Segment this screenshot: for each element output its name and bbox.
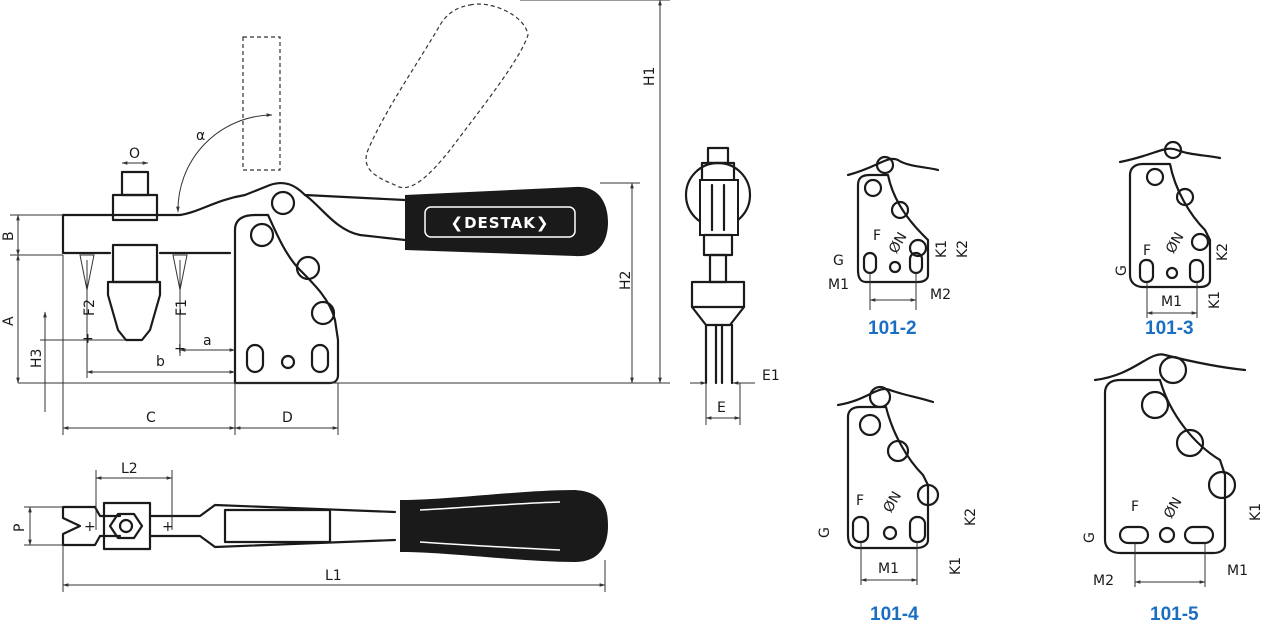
dim-F: F [856, 493, 864, 509]
variant-label: 101-5 [1150, 604, 1199, 624]
dim-N: ØN [880, 489, 905, 516]
dim-a: a [203, 333, 212, 349]
spindle-bolt [120, 170, 150, 197]
dim-N: ØN [1163, 230, 1188, 257]
variant-101-4: M1 F G ØN K2 K1 101-4 [817, 385, 979, 624]
top-view: + + L2 P L1 [12, 461, 608, 592]
variant-101-3: M1 F G ØN K2 K1 101-3 [1114, 140, 1231, 339]
force-F2: F2 [82, 299, 98, 316]
spindle-nut-top [111, 193, 159, 222]
dim-L2: L2 [121, 461, 138, 477]
dim-H2: H2 [618, 271, 634, 290]
svg-text:+: + [84, 519, 96, 535]
variant-label: 101-3 [1145, 318, 1194, 339]
mount-slot [245, 343, 265, 374]
side-view: E E1 [684, 146, 780, 425]
mount-hole [280, 354, 296, 370]
dim-N: ØN [886, 230, 911, 257]
dim-A: A [1, 316, 17, 326]
front-view: ❮DESTAK❯ H1 H2 B A H3 C D b a O [1, 0, 670, 435]
brand-logo: ❮DESTAK❯ [451, 214, 550, 232]
pivot-pin [310, 300, 336, 326]
variant-101-2: M1 M2 F G ØN K1 K2 101-2 [828, 155, 971, 339]
dim-K2: K2 [955, 240, 971, 258]
dim-b: b [156, 354, 165, 370]
dim-K1: K1 [948, 557, 964, 575]
dim-M1: M1 [1161, 294, 1182, 310]
dim-F: F [1143, 243, 1151, 259]
dim-B: B [1, 231, 17, 241]
dim-G: G [1114, 265, 1130, 276]
dim-M1: M1 [1227, 563, 1248, 579]
dim-M1: M1 [828, 277, 849, 293]
dim-K1: K1 [1207, 291, 1223, 309]
dim-K2: K2 [963, 508, 979, 526]
spindle-tip [106, 280, 162, 342]
handle-grip [405, 186, 608, 257]
handle-badge [424, 206, 576, 238]
dim-G: G [1082, 532, 1098, 543]
dim-E: E [717, 400, 726, 416]
dim-K1: K1 [934, 240, 950, 258]
force-F1: F1 [174, 299, 190, 316]
dim-F: F [873, 228, 881, 244]
dim-H3: H3 [29, 349, 45, 368]
dim-E1: E1 [762, 368, 780, 384]
dim-D: D [282, 410, 293, 426]
dim-K2: K2 [1215, 243, 1231, 261]
variant-label: 101-4 [870, 604, 919, 624]
open-handle-outline [365, 3, 529, 189]
dim-M2: M2 [930, 287, 951, 303]
dim-C: C [146, 410, 156, 426]
base-plate [233, 213, 340, 385]
variant-101-5: M2 M1 F G ØN K1 101-5 [1082, 353, 1264, 624]
pivot-pin [249, 222, 275, 248]
mount-slot [310, 343, 330, 374]
dim-L1: L1 [325, 568, 342, 584]
variant-label: 101-2 [868, 318, 917, 339]
dim-F: F [1131, 499, 1139, 515]
dim-G: G [817, 527, 833, 538]
spindle-nut-bottom [111, 243, 159, 284]
svg-text:+: + [174, 341, 186, 357]
pivot-pin [270, 190, 296, 216]
dim-O: O [129, 146, 140, 162]
linkage [303, 193, 407, 242]
dim-M2: M2 [1093, 573, 1114, 589]
dim-alpha: α [196, 128, 205, 144]
svg-text:+: + [162, 519, 174, 535]
dim-K1: K1 [1248, 503, 1264, 521]
dim-P: P [12, 524, 28, 532]
dim-G: G [833, 253, 844, 269]
dim-N: ØN [1161, 495, 1186, 522]
dim-M1: M1 [878, 561, 899, 577]
pivot-pin [295, 255, 321, 281]
svg-text:+: + [82, 331, 94, 347]
dim-H1: H1 [642, 67, 658, 86]
open-arm-outline [242, 36, 281, 171]
